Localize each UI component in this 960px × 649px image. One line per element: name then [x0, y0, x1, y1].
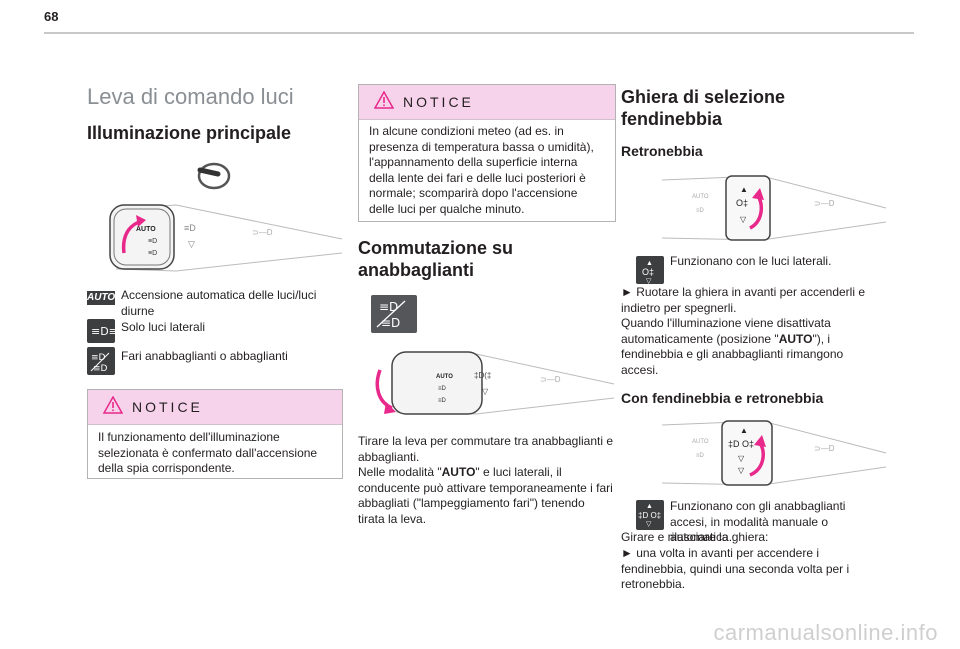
subtitle-front-rear-fog: Con fendinebbia e retronebbia — [621, 390, 824, 406]
notice-text: In alcune condizioni meteo (ad es. in pr… — [369, 124, 594, 216]
svg-text:≡D: ≡D — [148, 250, 157, 257]
svg-text:≡D: ≡D — [379, 300, 398, 314]
svg-text:▲: ▲ — [646, 260, 653, 267]
rear-fog-note: Quando l'illuminazione viene disattivata… — [621, 316, 844, 377]
watermark: carmanualsonline.info — [713, 620, 938, 645]
front-rear-fog-step: ► una volta in avanti per accendere i fe… — [621, 546, 850, 591]
svg-text:≡D: ≡D — [184, 223, 196, 233]
svg-text:▲: ▲ — [740, 185, 748, 194]
svg-text:⊃—D: ⊃—D — [814, 199, 835, 208]
headlights-icon: ≡D ≡D — [371, 295, 417, 333]
svg-text:≡D: ≡D — [93, 364, 108, 374]
section-title-main-lighting: Illuminazione principale — [87, 123, 292, 143]
rear-fog-step: ► Ruotare la ghiera in avanti per accend… — [621, 285, 866, 315]
svg-text:⊃—D: ⊃—D — [540, 375, 561, 384]
svg-text:≡D: ≡D — [438, 398, 447, 404]
svg-text:AUTO: AUTO — [692, 439, 709, 445]
legend-headlights-text: Fari anabbaglianti o abbaglianti — [121, 349, 288, 363]
svg-text:O‡: O‡ — [642, 267, 654, 277]
light-stalk-illustration: AUTO ≡D ≡D ≡D ▽ ⊃—D — [109, 204, 343, 272]
svg-text:‡D O‡: ‡D O‡ — [728, 439, 754, 449]
legend-sidelights-text: Solo luci laterali — [121, 320, 206, 334]
page-number: 68 — [44, 9, 59, 24]
notice-title: NOTICE — [403, 94, 474, 110]
svg-text:▽: ▽ — [646, 521, 652, 528]
notice-title: NOTICE — [132, 399, 203, 415]
page-title: Leva di comando luci — [87, 84, 294, 109]
warning-icon — [374, 91, 394, 109]
subtitle-rear-fog: Retronebbia — [621, 143, 703, 159]
dipped-beam-instruction: Tirare la leva per commutare tra anabbag… — [358, 434, 614, 464]
svg-text:AUTO: AUTO — [436, 374, 453, 380]
svg-text:O‡: O‡ — [736, 198, 748, 208]
notice-header: NOTICE — [88, 390, 342, 425]
svg-text:≡D: ≡D — [696, 453, 705, 459]
front-rear-fog-text: Funzionano con gli anabbaglianti accesi,… — [670, 499, 846, 544]
svg-text:▽: ▽ — [738, 466, 745, 475]
svg-text:▽: ▽ — [188, 239, 195, 249]
steering-wheel-icon — [197, 162, 231, 190]
rear-fog-stalk-illustration: AUTO ≡D ▲ O‡ ▽ ⊃—D — [661, 175, 887, 241]
section-title-fog-ring: Ghiera di selezione fendinebbia — [621, 87, 786, 129]
svg-text:≡D: ≡D — [148, 238, 157, 245]
legend-auto-text: Accensione automatica delle luci/luci di… — [121, 288, 317, 318]
svg-text:‡D O‡: ‡D O‡ — [638, 511, 661, 520]
svg-text:▽: ▽ — [740, 215, 747, 224]
dipped-beam-stalk-illustration: AUTO ≡D ≡D ‡D(‡ ▽ ⊃—D — [375, 351, 615, 415]
svg-text:AUTO: AUTO — [692, 194, 709, 200]
notice-box-lighting: NOTICE Il funzionamento dell'illuminazio… — [87, 389, 343, 479]
svg-text:‡D(‡: ‡D(‡ — [474, 371, 491, 380]
svg-text:⊃—D: ⊃—D — [814, 444, 835, 453]
notice-header: NOTICE — [359, 85, 615, 120]
dipped-beam-note: Nelle modalità "AUTO" e luci laterali, i… — [358, 465, 613, 526]
sidelights-icon: ≡D≡ — [87, 319, 118, 343]
section-title-dipped-beam: Commutazione su anabbaglianti — [358, 238, 514, 280]
header-divider — [44, 32, 914, 34]
front-rear-fog-icon: ▲‡D O‡▽ — [636, 500, 664, 530]
svg-text:≡D: ≡D — [438, 386, 447, 392]
svg-text:▽: ▽ — [646, 278, 652, 284]
front-rear-fog-line: Girare e rilasciare la ghiera: — [621, 530, 769, 544]
svg-text:▲: ▲ — [646, 503, 653, 510]
svg-text:≡D: ≡D — [91, 353, 106, 363]
svg-text:▽: ▽ — [738, 454, 745, 463]
notice-text: Il funzionamento dell'illuminazione sele… — [98, 430, 318, 475]
svg-text:▽: ▽ — [482, 387, 489, 396]
svg-text:⊃—D: ⊃—D — [252, 228, 273, 237]
svg-text:AUTO: AUTO — [136, 226, 156, 233]
svg-text:≡D≡: ≡D≡ — [91, 325, 115, 338]
svg-text:▲: ▲ — [740, 426, 748, 435]
warning-icon — [103, 396, 123, 414]
rear-fog-icon: ▲O‡▽ — [636, 256, 664, 285]
rear-fog-text: Funzionano con le luci laterali. — [670, 254, 832, 268]
svg-text:≡D: ≡D — [696, 208, 705, 214]
headlights-icon: ≡D≡D — [87, 347, 115, 375]
notice-box-condensation: NOTICE In alcune condizioni meteo (ad es… — [358, 84, 616, 222]
svg-text:≡D: ≡D — [381, 316, 400, 330]
front-rear-fog-stalk-illustration: AUTO ≡D ▲ ‡D O‡ ▽ ▽ ⊃—D — [661, 420, 887, 486]
auto-icon: AUTO — [87, 291, 116, 305]
